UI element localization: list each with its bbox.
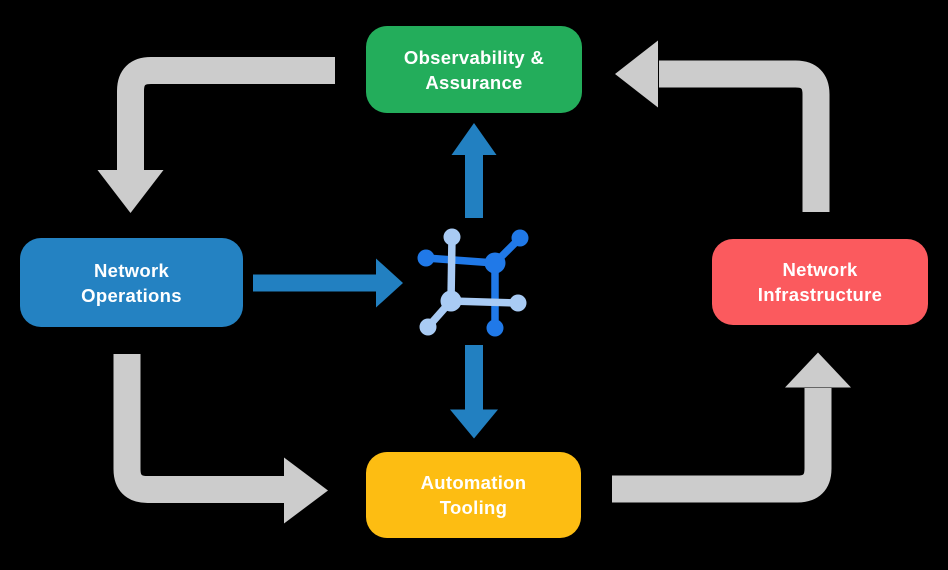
node-network-infrastructure: Network Infrastructure [712, 239, 928, 325]
blue-arrow-operations-to-icon [253, 258, 403, 308]
node-label-line: Tooling [439, 497, 508, 518]
node-label-line: Network [93, 259, 170, 281]
node-automation-tooling: Automation Tooling [366, 452, 581, 538]
network-mesh-icon [417, 228, 529, 337]
gray-arrow-infrastructure-to-observability [615, 40, 830, 212]
node-label-line: Observability & [403, 46, 545, 68]
node-observability-assurance: Observability & Assurance [366, 26, 582, 113]
gray-arrow-automation-to-infrastructure [612, 352, 851, 503]
gray-arrow-operations-to-automation [113, 354, 328, 524]
node-label-line: Automation [420, 472, 527, 493]
gray-arrow-observability-to-operations [97, 57, 335, 213]
blue-arrow-icon-to-observability [451, 123, 497, 218]
node-label-line: Infrastructure [757, 284, 883, 305]
blue-arrow-icon-to-automation [450, 345, 498, 439]
node-label-line: Operations [81, 284, 182, 306]
node-label-line: Assurance [425, 71, 523, 93]
node-network-operations: Network Operations [20, 238, 243, 327]
node-label-line: Network [782, 259, 858, 280]
